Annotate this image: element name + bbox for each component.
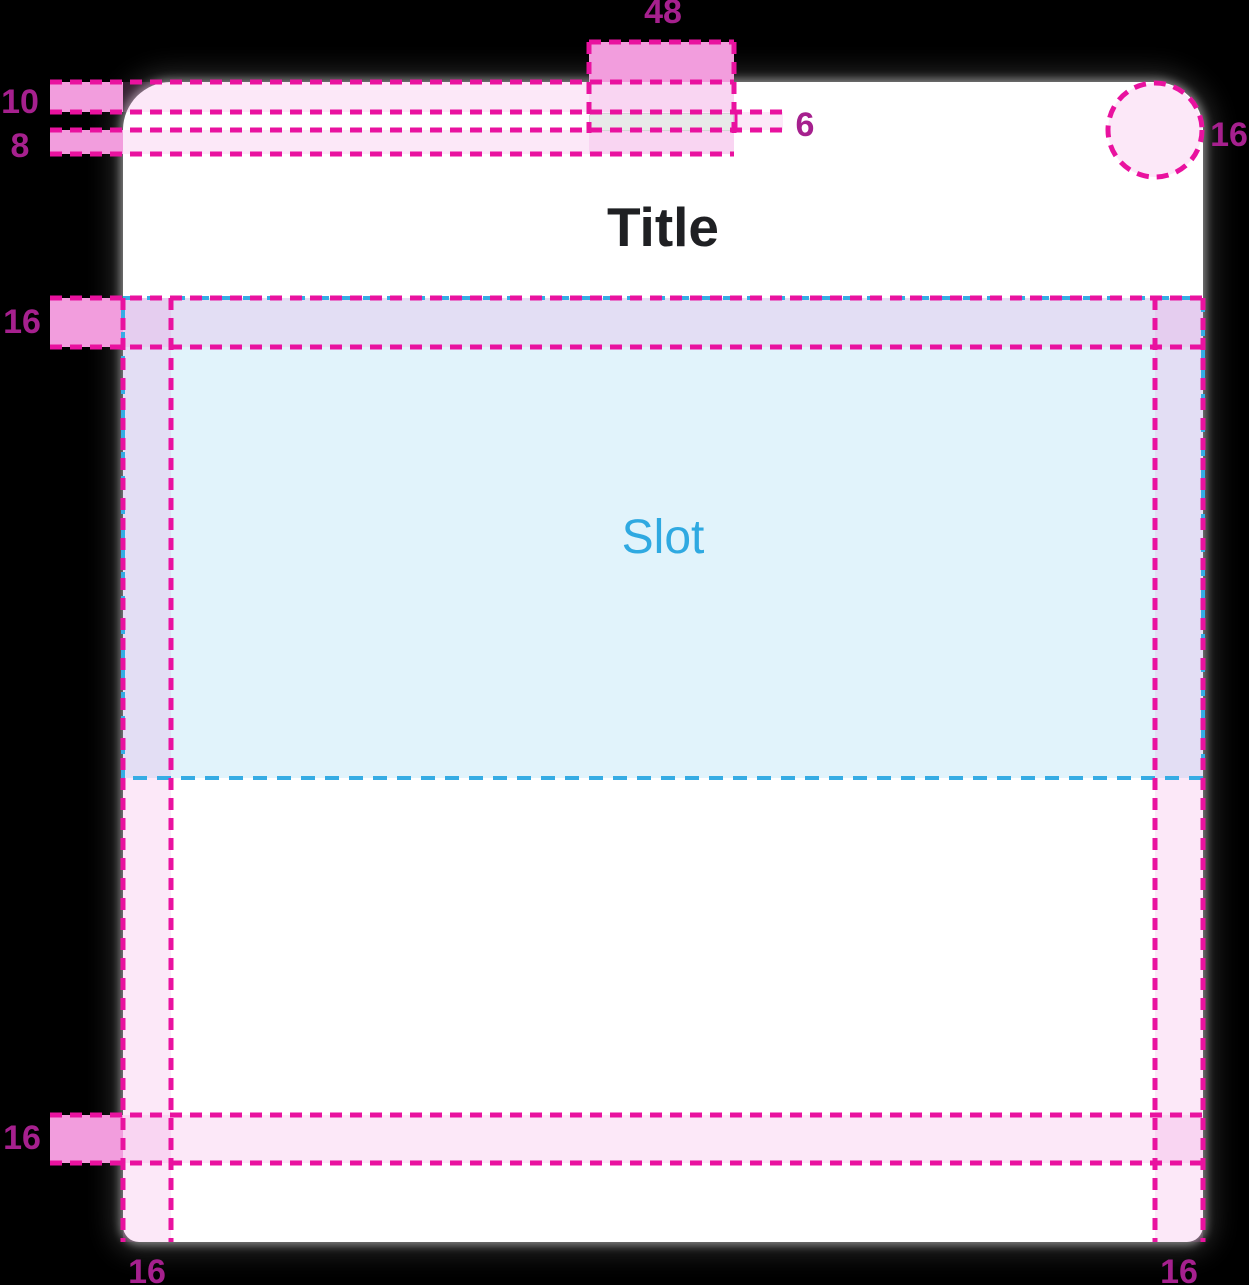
handle-clearance-band-stub bbox=[50, 130, 123, 154]
measure-label-corner-radius: 16 bbox=[1210, 116, 1248, 154]
handle-height-band bbox=[734, 112, 783, 130]
handle-clearance-band bbox=[123, 130, 734, 154]
measure-label-handle-height: 6 bbox=[795, 106, 815, 144]
left-margin-column bbox=[123, 298, 171, 1242]
top-padding-band-stub bbox=[50, 82, 123, 112]
right-margin-column bbox=[1155, 298, 1203, 1242]
slot-top-margin-band bbox=[123, 298, 1203, 347]
measure-label-slot-top-margin: 16 bbox=[3, 303, 41, 341]
slot-top-margin-band-stub bbox=[50, 298, 123, 347]
slot-region-fill bbox=[123, 298, 1203, 778]
measure-label-handle-width: 48 bbox=[644, 0, 682, 31]
sheet-title: Title bbox=[606, 196, 720, 258]
handle-width-band-stub bbox=[589, 42, 734, 82]
slot-label: Slot bbox=[621, 511, 705, 564]
measure-label-right-margin: 16 bbox=[1160, 1253, 1198, 1285]
corner-radius-circle-fill bbox=[1108, 83, 1202, 177]
measure-label-bottom-spacing: 16 bbox=[3, 1119, 41, 1157]
bottom-spacing-band-stub bbox=[50, 1115, 123, 1163]
corner-radius-circle bbox=[1105, 80, 1205, 180]
top-padding-band bbox=[123, 82, 734, 112]
bottom-spacing-band bbox=[123, 1115, 1203, 1163]
measure-label-top-padding: 10 bbox=[1, 83, 39, 121]
measure-label-handle-clearance: 8 bbox=[10, 127, 30, 165]
measure-label-left-margin: 16 bbox=[128, 1253, 166, 1285]
bottom-sheet-card bbox=[123, 82, 1203, 1242]
